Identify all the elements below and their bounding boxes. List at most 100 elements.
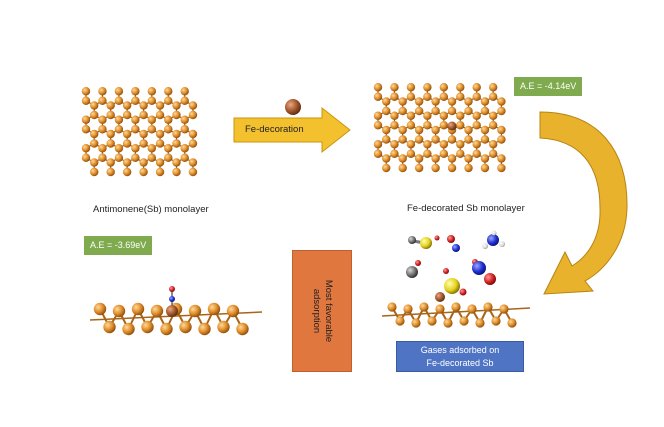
- sb-atom: [497, 163, 506, 173]
- sb-atom: [497, 97, 506, 106]
- sb-atom: [414, 135, 424, 144]
- sb-atom: [488, 140, 498, 149]
- sb-atom: [373, 111, 383, 120]
- sb-atom: [93, 302, 107, 316]
- sb-atom: [414, 97, 424, 106]
- sb-atom: [122, 322, 135, 336]
- sb-atom: [464, 135, 473, 144]
- antimonene-monolayer-structure: [81, 87, 198, 177]
- sb-atom: [497, 125, 506, 135]
- sb-atom: [147, 144, 157, 153]
- sb-atom: [139, 167, 148, 177]
- sb-atom: [155, 158, 165, 167]
- sb-atom: [423, 111, 432, 120]
- sb-atom: [447, 106, 457, 116]
- sb-atom: [497, 154, 506, 163]
- sb-atom: [114, 87, 124, 96]
- sb-atom: [160, 322, 173, 336]
- sb-atom: [106, 129, 115, 139]
- ae-decorated-badge: A.E = -4.14eV: [514, 77, 583, 96]
- sb-atom: [431, 106, 440, 116]
- sb-atom: [164, 87, 173, 96]
- sb-atom: [122, 101, 132, 110]
- sb-atom: [472, 92, 481, 101]
- sb-atom: [122, 129, 132, 139]
- sb-atom: [198, 322, 211, 336]
- sb-atom: [475, 318, 485, 328]
- sb-atom: [172, 129, 181, 139]
- sb-atom: [373, 140, 383, 149]
- sb-atom: [472, 83, 481, 92]
- sb-atom: [382, 106, 391, 116]
- sb-atom: [139, 139, 148, 148]
- sb-atom: [155, 139, 165, 148]
- fe-atom: [285, 99, 301, 115]
- sb-atom: [141, 320, 154, 334]
- sb-atom: [180, 115, 189, 124]
- sb-atom: [480, 135, 490, 144]
- sb-atom: [382, 125, 391, 135]
- gas-molecules: [406, 230, 505, 296]
- sb-atom: [472, 111, 481, 120]
- sb-atom: [81, 125, 91, 134]
- sb-atom: [398, 163, 407, 173]
- sb-atom: [456, 149, 465, 158]
- sb-atom: [373, 149, 383, 158]
- sb-atom: [122, 167, 132, 177]
- sb-atom: [390, 149, 399, 158]
- sb-atom: [373, 83, 383, 92]
- sb-atom: [106, 110, 115, 120]
- sb-atom: [131, 115, 140, 124]
- sb-atom: [390, 140, 399, 149]
- sb-atom: [423, 83, 432, 92]
- sb-atom: [164, 115, 173, 124]
- sb-atom: [81, 144, 91, 153]
- sb-atom: [488, 83, 498, 92]
- sb-atom: [172, 110, 181, 120]
- sb-atom: [480, 163, 490, 173]
- sb-atom: [131, 153, 140, 162]
- sb-atom: [431, 163, 440, 173]
- sb-atom: [90, 158, 99, 167]
- fe-atom: [447, 121, 457, 131]
- sb-atom: [114, 115, 124, 124]
- sb-atom: [398, 154, 407, 163]
- sb-atom: [403, 304, 413, 314]
- sb-atom: [382, 163, 391, 173]
- most-favorable-adsorption-box: Most favorable adsorption: [292, 250, 352, 372]
- sb-atom: [431, 97, 440, 106]
- sb-atom: [188, 139, 198, 148]
- sb-atom: [497, 106, 506, 116]
- sb-atom: [139, 101, 148, 110]
- sb-atom: [390, 111, 399, 120]
- decorated-caption: Fe-decorated Sb monolayer: [407, 203, 525, 214]
- sb-atom: [114, 125, 124, 134]
- sb-atom: [81, 87, 91, 96]
- sb-atom: [431, 135, 440, 144]
- sb-atom: [81, 153, 91, 162]
- sb-atom: [98, 87, 107, 96]
- sb-atom: [472, 149, 481, 158]
- sb-atom: [172, 167, 181, 177]
- sb-atom: [90, 139, 99, 148]
- sb-atom: [472, 140, 481, 149]
- sb-atom: [390, 121, 399, 130]
- sb-atom: [398, 97, 407, 106]
- sb-atom: [114, 144, 124, 153]
- sb-atom: [464, 154, 473, 163]
- sb-atom: [390, 92, 399, 101]
- sb-atom: [497, 135, 506, 144]
- sb-atom: [373, 92, 383, 101]
- fe-decoration-arrow: [233, 106, 351, 154]
- sb-atom: [414, 125, 424, 135]
- sb-atom: [172, 139, 181, 148]
- sb-atom: [164, 96, 173, 105]
- sb-atom: [90, 129, 99, 139]
- sb-atom: [472, 121, 481, 130]
- sb-atom: [447, 154, 457, 163]
- sb-atom: [456, 92, 465, 101]
- sb-atom: [131, 96, 140, 105]
- sb-atom: [155, 167, 165, 177]
- sb-atom: [480, 106, 490, 116]
- sb-atom: [488, 149, 498, 158]
